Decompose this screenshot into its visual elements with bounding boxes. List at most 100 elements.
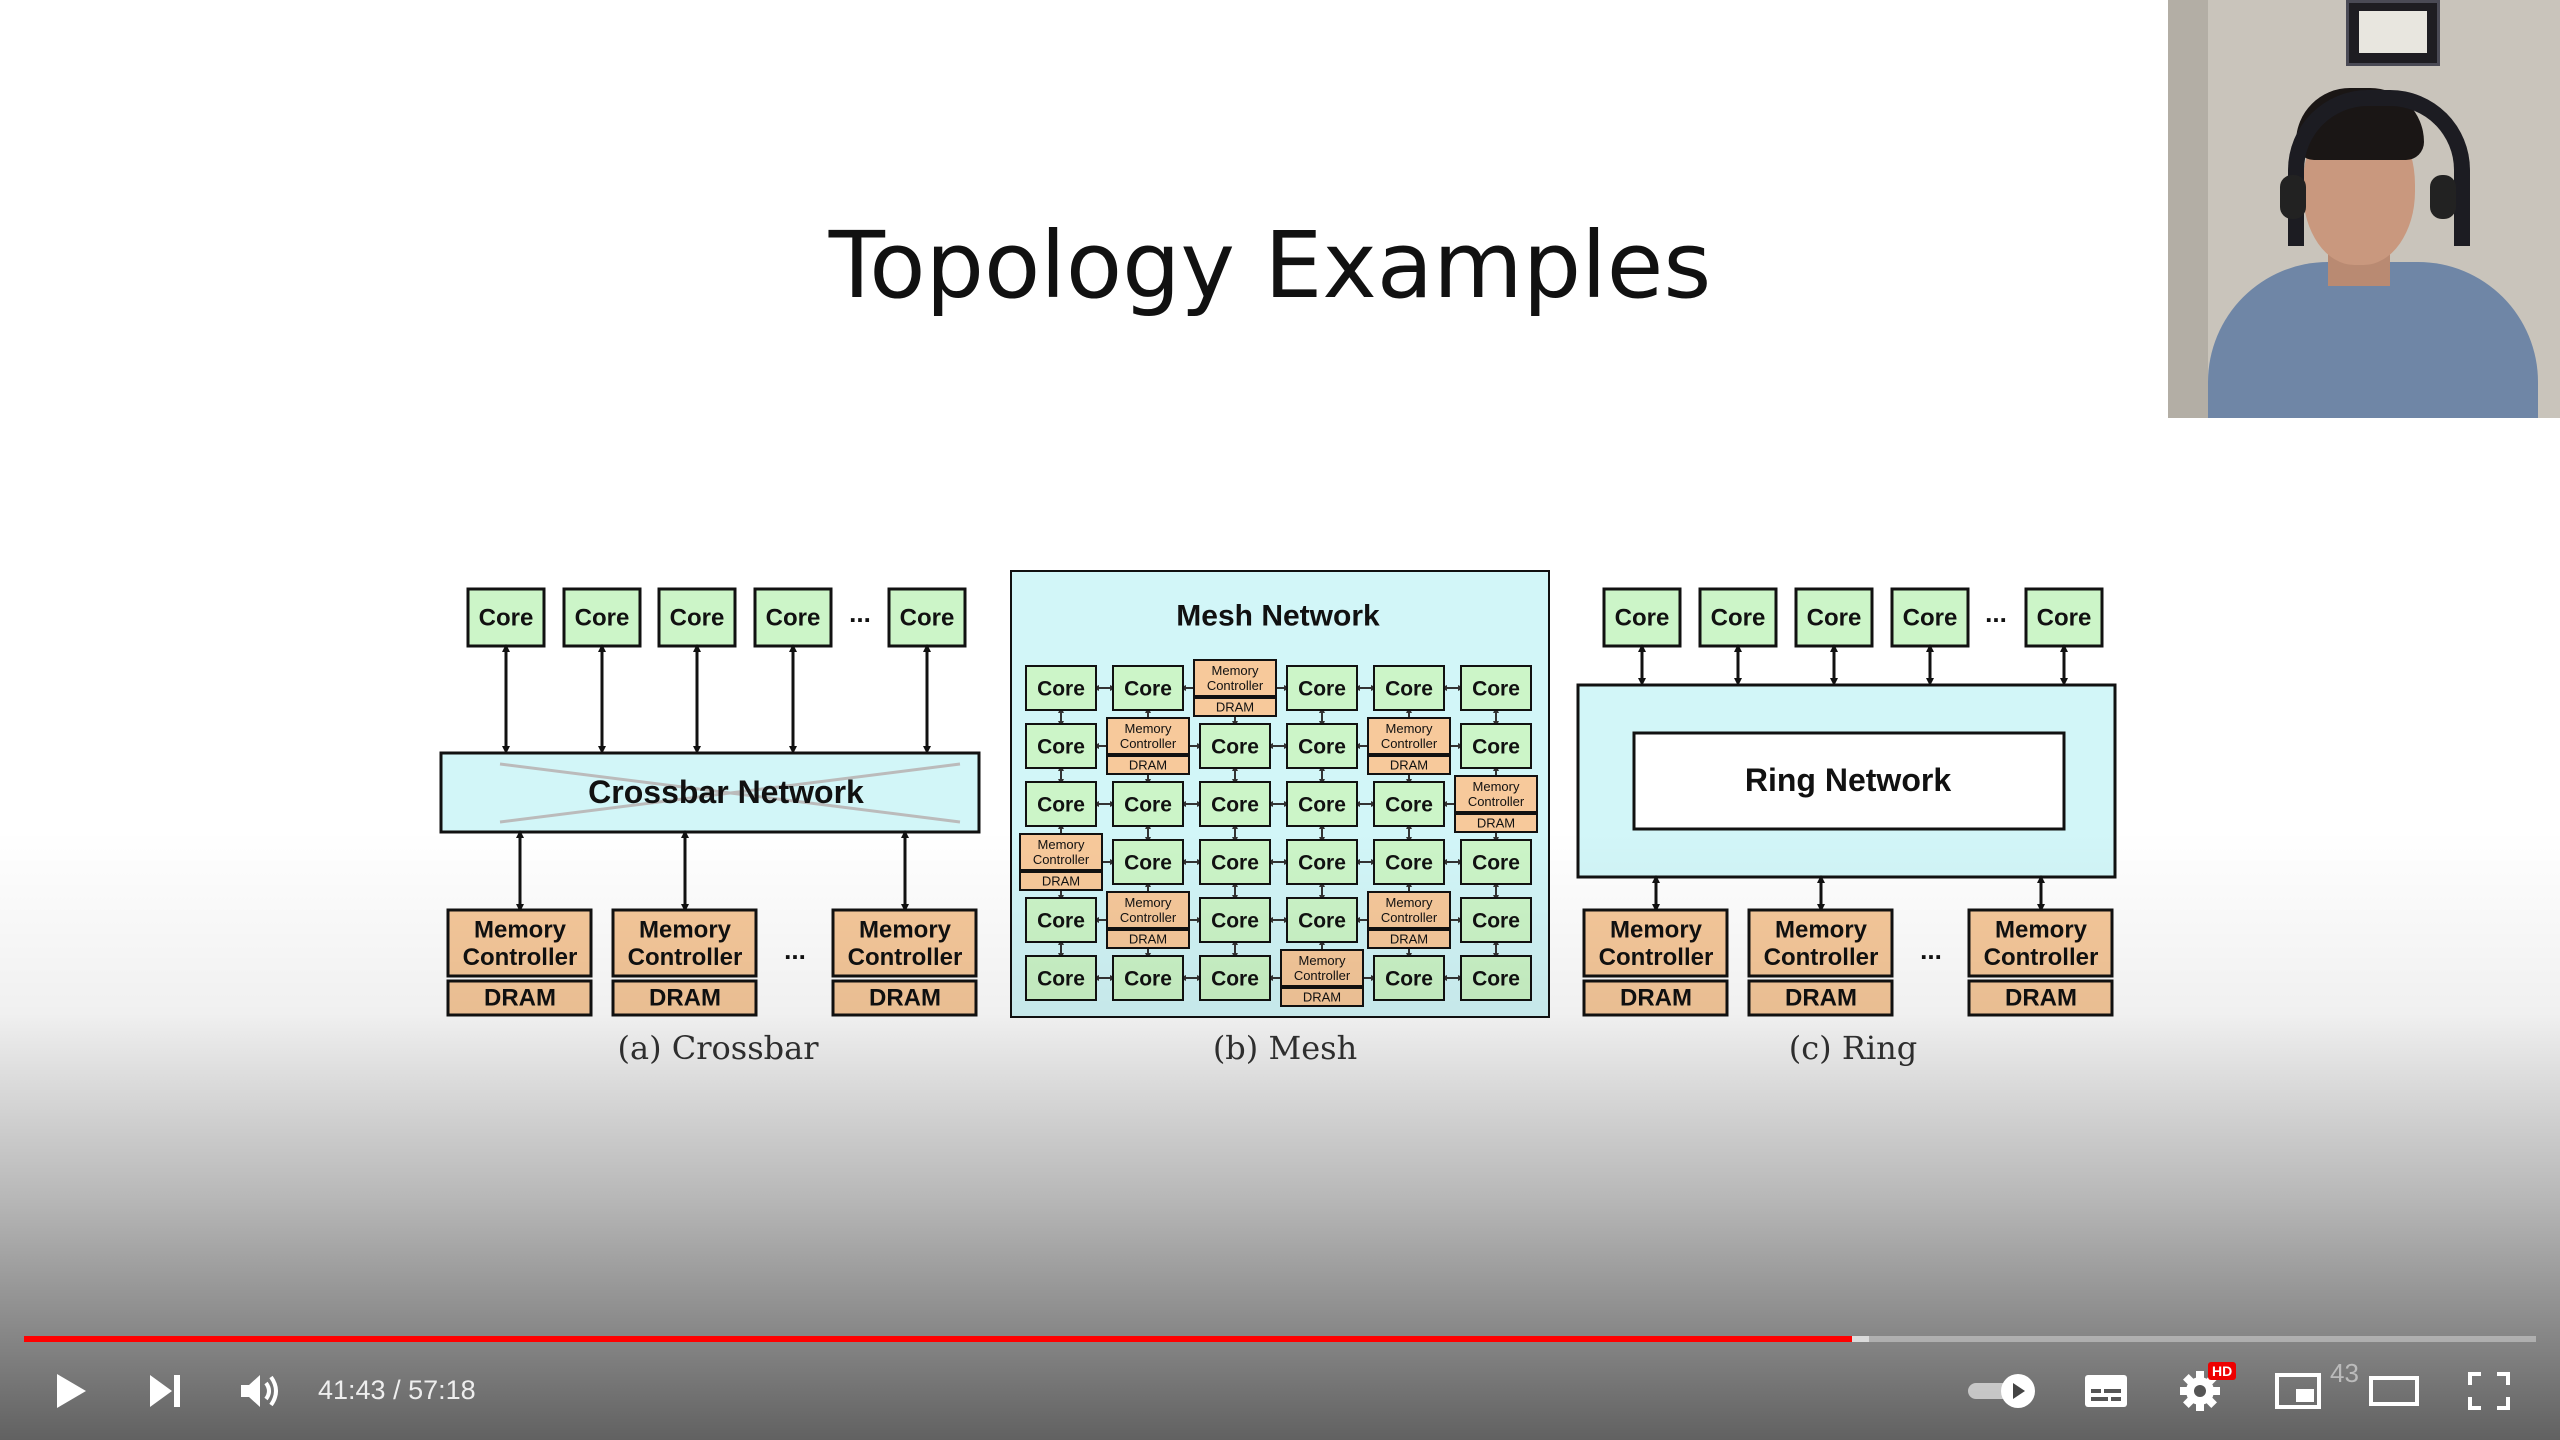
ring-core-ellipsis: ...: [1985, 598, 2007, 628]
miniplayer-button[interactable]: [2270, 1366, 2326, 1416]
crossbar-core-box: [657, 587, 737, 648]
ring-core-label: Core: [1903, 604, 1958, 631]
mesh-dram-label: DRAM: [1129, 758, 1167, 773]
mesh-core-box: [1025, 665, 1097, 711]
overlay-number: 43: [2330, 1358, 2359, 1388]
headphones: [2288, 90, 2470, 246]
ring-core-box: [1602, 587, 1682, 648]
mesh-core-box: [1199, 723, 1271, 769]
mesh-core-label: Core: [1124, 677, 1172, 700]
crossbar-core-box: [562, 587, 642, 648]
fullscreen-button[interactable]: [2462, 1366, 2516, 1416]
mesh-dram-box: [1193, 697, 1277, 717]
presenter-webcam: [2168, 0, 2560, 418]
mesh-core-box: [1373, 781, 1445, 827]
volume-icon: [241, 1375, 278, 1407]
mesh-core-label: Core: [1037, 793, 1085, 816]
crossbar-diagonal: [499, 762, 961, 824]
next-button[interactable]: [140, 1366, 190, 1416]
mesh-dram-label: DRAM: [1216, 700, 1254, 715]
mesh-core-label: Core: [1124, 793, 1172, 816]
mesh-core-label: Core: [1472, 677, 1520, 700]
mesh-dram-label: DRAM: [1390, 758, 1428, 773]
mesh-core-label: Core: [1037, 735, 1085, 758]
mesh-core-box: [1025, 781, 1097, 827]
play-button[interactable]: [46, 1366, 96, 1416]
ring-core-label: Core: [1615, 604, 1670, 631]
mesh-core-box: [1112, 781, 1184, 827]
ring-core-label: Core: [2037, 604, 2092, 631]
mesh-core-box: [1199, 781, 1271, 827]
fullscreen-icon: [2468, 1372, 2510, 1410]
mesh-core-label: Core: [1472, 735, 1520, 758]
time-total: 57:18: [408, 1375, 476, 1405]
mesh-dram-label: DRAM: [1477, 816, 1515, 831]
mesh-core-label: Core: [1211, 735, 1259, 758]
time-current: 41:43: [318, 1375, 386, 1405]
mesh-core-label: Core: [1385, 793, 1433, 816]
subtitles-icon: [2085, 1375, 2127, 1407]
mesh-network-label: Mesh Network: [1176, 600, 1380, 633]
crossbar-core-box: [466, 587, 546, 648]
mesh-core-box: [1460, 665, 1532, 711]
settings-button[interactable]: [2174, 1366, 2226, 1416]
gear-icon: [2180, 1371, 2220, 1411]
mesh-core-label: Core: [1298, 735, 1346, 758]
progress-bar[interactable]: [24, 1336, 2536, 1342]
ring-network-label: Ring Network: [1745, 762, 1951, 798]
mesh-core-box: [1460, 723, 1532, 769]
mesh-dram-box: [1367, 755, 1451, 775]
crossbar-core-label: Core: [900, 604, 955, 631]
mesh-core-box: [1286, 723, 1358, 769]
mesh-core-label: Core: [1211, 793, 1259, 816]
slide-title: Topology Examples: [828, 211, 1712, 319]
crossbar-network-label: Crossbar Network: [588, 774, 864, 810]
autoplay-toggle-icon: [1968, 1374, 2035, 1408]
mesh-memory-controller-box: [1454, 775, 1538, 813]
mesh-memory-controller-box: [1367, 717, 1451, 755]
crossbar-core-box: [887, 587, 967, 648]
mesh-dram-box: [1106, 755, 1190, 775]
ring-core-box: [1698, 587, 1778, 648]
crossbar-core-label: Core: [575, 604, 630, 631]
theater-mode-icon: [2369, 1376, 2419, 1406]
ring-core-label: Core: [1807, 604, 1862, 631]
mesh-memory-controller-box: [1193, 659, 1277, 697]
controls-gradient: [0, 830, 2560, 1440]
theater-mode-button[interactable]: [2366, 1366, 2422, 1416]
progress-played: [24, 1336, 1852, 1342]
webcam-wall-frame: [2346, 0, 2440, 66]
crossbar-core-ellipsis: ...: [849, 598, 871, 628]
crossbar-core-label: Core: [479, 604, 534, 631]
autoplay-toggle[interactable]: [1966, 1366, 2040, 1416]
headphone-left-cup: [2280, 175, 2306, 219]
mesh-core-box: [1286, 665, 1358, 711]
mesh-core-box: [1286, 781, 1358, 827]
crossbar-core-box: [753, 587, 833, 648]
presenter-shirt: [2208, 262, 2538, 418]
mesh-memory-controller-box: [1106, 717, 1190, 755]
hd-badge: HD: [2208, 1362, 2237, 1380]
mesh-core-label: Core: [1298, 677, 1346, 700]
mesh-core-label: Core: [1385, 677, 1433, 700]
miniplayer-icon: [2275, 1373, 2321, 1409]
crossbar-core-label: Core: [670, 604, 725, 631]
volume-button[interactable]: [234, 1366, 288, 1416]
crossbar-core-label: Core: [766, 604, 821, 631]
time-separator: /: [385, 1375, 409, 1405]
mesh-core-box: [1373, 665, 1445, 711]
play-icon: [57, 1374, 86, 1408]
mesh-core-box: [1025, 723, 1097, 769]
mesh-core-box: [1112, 665, 1184, 711]
next-icon: [150, 1375, 180, 1407]
subtitles-button[interactable]: [2078, 1366, 2134, 1416]
ring-core-label: Core: [1711, 604, 1766, 631]
ring-network-box: [1632, 731, 2066, 831]
ring-core-box: [2024, 587, 2104, 648]
mesh-core-label: Core: [1298, 793, 1346, 816]
